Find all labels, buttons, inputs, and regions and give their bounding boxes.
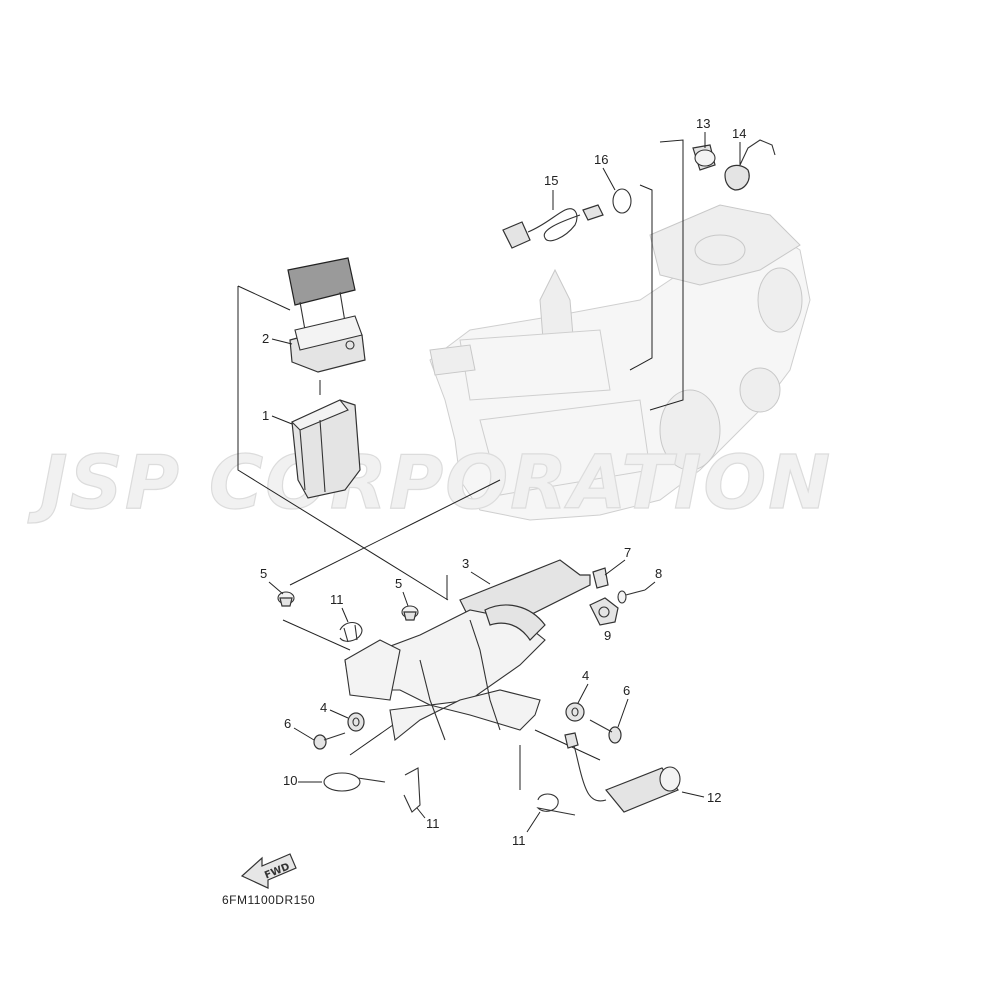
part-13-sensor — [692, 144, 716, 171]
callout-9: 9 — [604, 628, 611, 643]
callout-10: 10 — [283, 773, 297, 788]
part-2-holder — [287, 257, 366, 373]
part-16-oring — [612, 188, 632, 214]
part-7-plate — [592, 567, 609, 589]
callout-7: 7 — [624, 545, 631, 560]
part-11-clip-bottom-center — [403, 767, 421, 813]
part-4-collar-left — [347, 712, 365, 732]
fwd-arrow-icon — [240, 853, 297, 889]
watermark-text: JSP CORPORATION — [27, 440, 832, 526]
callout-1: 1 — [262, 408, 269, 423]
callout-6-left: 6 — [284, 716, 291, 731]
watermark: JSP CORPORATION — [26, 439, 832, 526]
part-5-grommet-left — [277, 591, 295, 607]
part-1-ecu — [291, 399, 361, 499]
part-11-clip-top — [339, 621, 363, 643]
callout-12: 12 — [707, 790, 721, 805]
callout-4-left: 4 — [320, 700, 327, 715]
part-12-capacitor — [564, 732, 681, 813]
part-10-band — [323, 772, 386, 792]
part-4-collar-right — [565, 702, 585, 722]
callout-2: 2 — [262, 331, 269, 346]
engine-block-ghost — [429, 204, 811, 521]
callout-11-bottom-right: 11 — [512, 833, 526, 848]
callout-4-right: 4 — [582, 668, 589, 683]
callout-3: 3 — [462, 556, 469, 571]
part-14-cap — [724, 139, 776, 191]
part-8-bolt — [617, 589, 646, 604]
callout-15: 15 — [544, 173, 558, 188]
diagram-code: 6FM1100DR150 — [222, 893, 315, 907]
part-5-grommet-right — [401, 605, 419, 621]
callout-14: 14 — [732, 126, 746, 141]
callout-8: 8 — [655, 566, 662, 581]
part-6-bolt-right — [589, 719, 622, 744]
callouts: 2 1 15 16 13 14 3 7 8 9 5 5 11 4 6 4 6 1… — [260, 116, 746, 848]
callout-13: 13 — [696, 116, 710, 131]
part-6-bolt-left — [313, 732, 346, 750]
part-9-clamp — [589, 597, 619, 626]
part-11-clip-bottom-right — [536, 793, 576, 816]
callout-11-top: 11 — [330, 592, 344, 607]
callout-11-bottom-center: 11 — [426, 816, 440, 831]
callout-5-left: 5 — [260, 566, 267, 581]
leader-lines — [237, 139, 684, 790]
part-15-harness — [502, 204, 604, 249]
fwd-arrow: FWD — [240, 853, 297, 889]
part-3-bracket — [344, 559, 591, 742]
callout-6-right: 6 — [623, 683, 630, 698]
callout-16: 16 — [594, 152, 608, 167]
callout-5-right: 5 — [395, 576, 402, 591]
